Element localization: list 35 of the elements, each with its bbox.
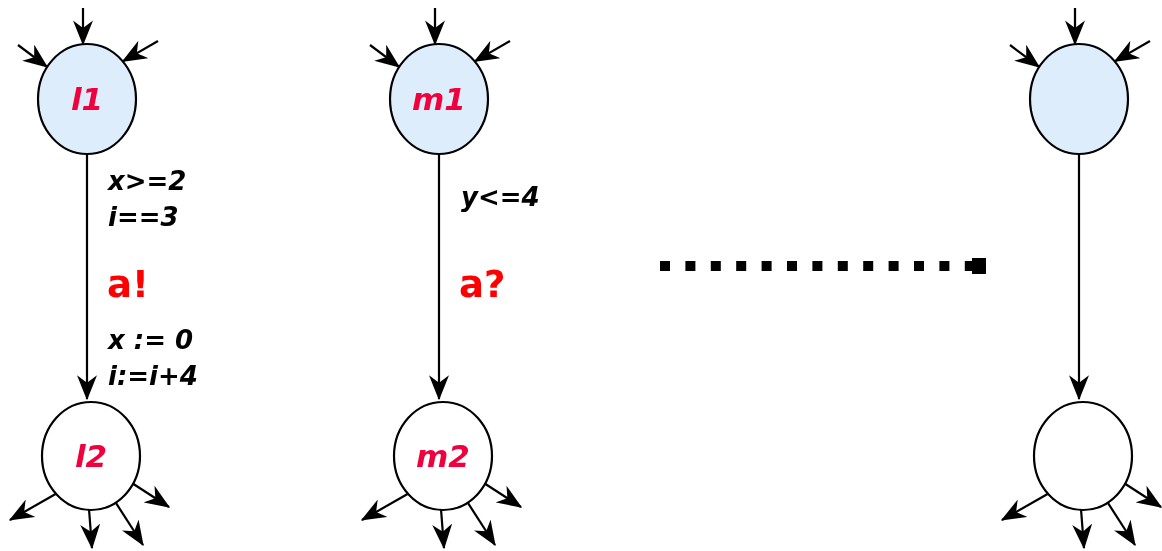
arrow xyxy=(17,44,49,68)
arrow xyxy=(1072,509,1093,550)
guard-expression: x := 0 xyxy=(108,327,194,353)
arrow xyxy=(1000,492,1049,521)
state-circle xyxy=(389,43,489,155)
state-circle xyxy=(1033,401,1133,511)
arrow xyxy=(466,502,496,547)
arrow xyxy=(432,509,453,550)
state-circle xyxy=(1029,43,1129,155)
state-label: l2 xyxy=(74,440,108,472)
arrow xyxy=(1106,502,1136,547)
arrow xyxy=(484,482,523,508)
arrow xyxy=(8,492,57,521)
arrow xyxy=(473,40,511,63)
state-label: l1 xyxy=(70,83,104,115)
guard-expression: i==3 xyxy=(108,204,179,230)
arrow xyxy=(1069,154,1089,401)
arrow xyxy=(369,44,401,68)
arrow xyxy=(1113,40,1151,63)
arrow xyxy=(1124,482,1162,508)
state-label: m2 xyxy=(416,440,470,472)
state-label: m1 xyxy=(412,83,466,115)
arrow xyxy=(80,509,101,550)
guard-expression: x>=2 xyxy=(108,168,187,194)
arrow xyxy=(1009,44,1041,68)
state-circle xyxy=(393,401,493,511)
guard-expression: i:=i+4 xyxy=(108,363,198,389)
arrow xyxy=(132,482,171,508)
arrow xyxy=(429,154,449,401)
arrow xyxy=(77,154,97,401)
arrow xyxy=(121,40,159,63)
state-circle xyxy=(37,43,137,155)
arrow xyxy=(360,492,409,521)
arrow xyxy=(114,502,144,547)
state-circle xyxy=(41,401,141,511)
